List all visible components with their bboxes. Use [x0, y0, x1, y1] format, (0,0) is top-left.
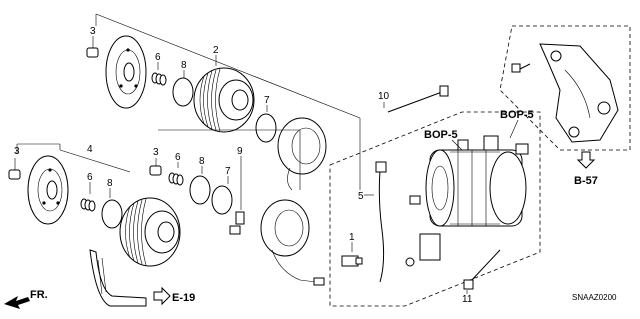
lower-clutch-assembly	[8, 143, 181, 267]
compressor-assembly	[329, 85, 541, 307]
b57-reference-arrow: B-57	[574, 151, 598, 187]
snap-ring-part-8b	[189, 166, 211, 205]
bolt-part-3a	[86, 36, 99, 58]
shims-part-6a	[151, 62, 167, 86]
callout-11: 11	[462, 294, 473, 305]
callout-4: 4	[87, 144, 93, 155]
e19-reference-arrow: E-19	[153, 286, 195, 306]
front-direction-label: FR.	[30, 289, 48, 301]
drive-belt	[89, 249, 147, 307]
callout-6b: 6	[175, 152, 181, 163]
callout-8a: 8	[181, 60, 187, 71]
valve-part-1	[341, 242, 363, 267]
field-coil-lower	[260, 199, 325, 286]
mounting-bracket	[499, 25, 631, 151]
callout-8b: 8	[199, 156, 205, 167]
e19-reference-label: E-19	[172, 292, 195, 304]
callout-10: 10	[378, 91, 390, 102]
callout-7b: 7	[225, 166, 231, 177]
bolt-part-3c	[149, 158, 162, 176]
callout-1: 1	[349, 232, 355, 243]
diagram-code: SNAAZ0200	[572, 293, 617, 302]
callout-9: 9	[237, 146, 243, 157]
callout-5: 5	[358, 191, 364, 202]
callout-3c: 3	[153, 147, 159, 158]
front-direction-indicator: FR.	[4, 289, 48, 309]
callout-8c: 8	[107, 178, 113, 189]
shims-part-6b	[168, 162, 184, 186]
thermal-protector-part-9	[229, 156, 245, 235]
bolt-part-10	[383, 85, 449, 113]
compressor-body	[425, 135, 529, 227]
pulley-part-2-upper	[193, 55, 255, 133]
field-coil-upper	[277, 117, 327, 191]
callout-3a: 3	[90, 26, 96, 37]
bop-references: BOP-5 BOP-5	[424, 109, 534, 151]
upper-clutch-assembly	[86, 13, 361, 191]
clutch-plate-upper	[105, 35, 147, 109]
bolt-part-11	[463, 249, 501, 294]
bolt-part-3b	[8, 158, 21, 180]
bracket-bolt	[511, 63, 531, 73]
callout-3b: 3	[14, 146, 20, 157]
b57-reference-label: B-57	[574, 175, 598, 187]
callout-7a: 7	[264, 95, 270, 106]
snap-ring-part-7b	[211, 176, 233, 215]
callout-6a: 6	[155, 52, 161, 63]
snap-ring-part-7a	[255, 105, 277, 143]
bop-5-label-right: BOP-5	[500, 109, 534, 121]
hose-part-5	[364, 161, 387, 283]
bop-5-label-left: BOP-5	[424, 129, 458, 141]
middle-parts-row	[149, 129, 301, 235]
snap-ring-part-8a	[172, 70, 194, 107]
snap-ring-part-8c	[101, 188, 123, 229]
shims-part-6c	[80, 182, 96, 212]
callout-6c: 6	[87, 172, 93, 183]
pulley-lower	[119, 197, 181, 267]
callout-2: 2	[213, 45, 219, 56]
clutch-plate-lower	[27, 155, 69, 225]
callout-numbers: 3 2 6 8 7 3 4 6 8 3 6 8 7 9 10 5 1 11	[14, 26, 473, 305]
